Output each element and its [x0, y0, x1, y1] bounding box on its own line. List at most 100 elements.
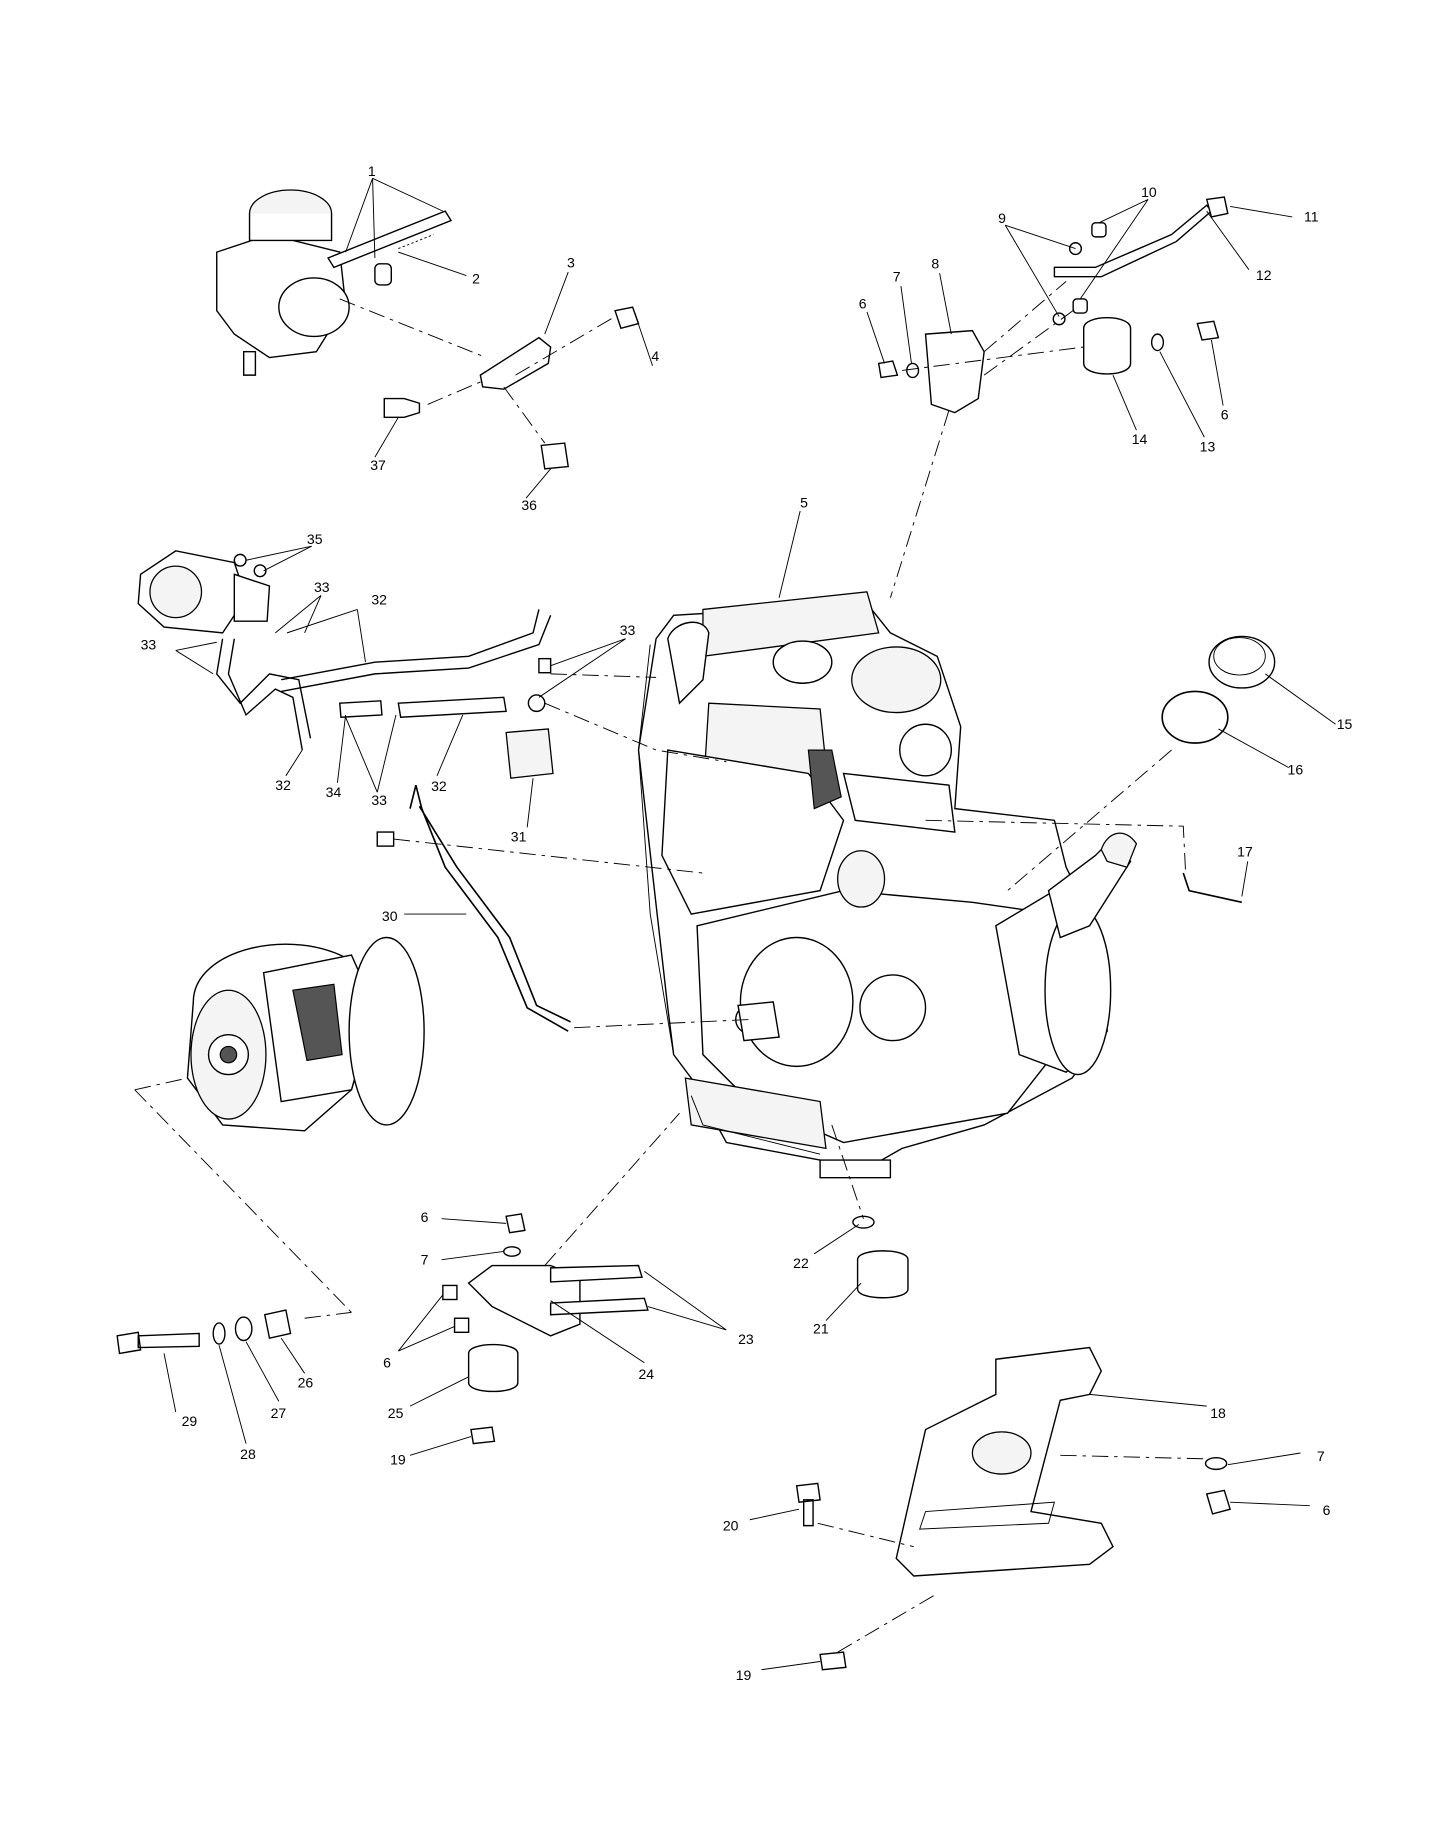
- callout-12: 12: [1256, 267, 1272, 283]
- isolator-25: [467, 1344, 519, 1393]
- clamp-9b: [1052, 312, 1066, 326]
- drive-clutch: [186, 936, 425, 1132]
- callout-33: 33: [371, 792, 387, 808]
- callout-4: 4: [651, 348, 659, 364]
- plate-hole: [971, 1431, 1032, 1475]
- callout-34: 34: [326, 784, 342, 800]
- breather-tube-30: [409, 784, 571, 1032]
- nut-6-left-a: [442, 1284, 458, 1301]
- cap-10b: [1072, 298, 1088, 314]
- callout-3: 3: [567, 254, 575, 270]
- callout-1: 1: [368, 163, 376, 179]
- callout-15: 15: [1337, 716, 1353, 732]
- washer-13: [1150, 333, 1165, 352]
- callout-19: 19: [736, 1667, 752, 1683]
- intake-boot-15-inner: [1213, 637, 1266, 676]
- callout-6: 6: [1323, 1502, 1331, 1518]
- carb-bracket: [479, 336, 552, 390]
- spacer-36: [540, 442, 570, 470]
- callout-6: 6: [859, 295, 867, 311]
- hose-clamp-16: [1161, 690, 1229, 744]
- washer-7-front: [503, 1246, 521, 1257]
- callout-6: 6: [1221, 407, 1229, 423]
- nut-6-right: [1196, 320, 1220, 341]
- nut-35b: [253, 564, 267, 578]
- clamp-33-top: [538, 657, 552, 674]
- clamp-33-right: [527, 694, 546, 713]
- nut-35a: [233, 553, 247, 567]
- callout-11: 11: [1304, 209, 1319, 225]
- cap-10a: [1091, 222, 1107, 238]
- callout-14: 14: [1132, 431, 1148, 447]
- bolt-20: [795, 1482, 821, 1527]
- fuel-pump: [137, 550, 271, 634]
- callout-8: 8: [931, 256, 939, 272]
- bolt-37: [383, 397, 421, 419]
- callout-5: 5: [800, 495, 808, 511]
- washer-27: [234, 1316, 253, 1342]
- callout-16: 16: [1288, 762, 1304, 778]
- carburetor: [216, 189, 453, 376]
- fuel-line-32-left: [215, 638, 312, 751]
- nut-6-plate: [1205, 1489, 1232, 1515]
- callout-37: 37: [370, 457, 386, 473]
- callouts: 1 2 3 4 5 6 7 8 9 10 11 12 14 13 6 35 33…: [141, 163, 1353, 1683]
- callout-25: 25: [388, 1405, 404, 1421]
- callout-10: 10: [1141, 184, 1157, 200]
- callout-32: 32: [371, 592, 387, 608]
- washer-28: [212, 1322, 226, 1345]
- callout-32: 32: [275, 777, 291, 793]
- bolt-23b: [549, 1297, 649, 1316]
- bolt-29: [116, 1331, 200, 1355]
- nut-19-front: [470, 1426, 496, 1445]
- callout-7: 7: [1317, 1448, 1325, 1464]
- callout-26: 26: [298, 1374, 314, 1390]
- fitting-11: [1205, 196, 1229, 218]
- callout-22: 22: [793, 1255, 809, 1271]
- nut-6-front: [505, 1213, 526, 1234]
- washer-7-plate: [1204, 1456, 1228, 1471]
- callout-9: 9: [998, 210, 1006, 226]
- callout-23: 23: [738, 1331, 754, 1347]
- callout-28: 28: [240, 1446, 256, 1462]
- isolator-14: [1082, 317, 1132, 375]
- callout-7: 7: [421, 1251, 429, 1267]
- washer-7-top: [906, 362, 920, 379]
- bolt-4: [614, 306, 640, 330]
- callout-33: 33: [141, 636, 157, 652]
- callout-33: 33: [620, 622, 636, 638]
- callout-2: 2: [472, 271, 480, 287]
- fuel-line-32-lower: [397, 696, 507, 718]
- callout-21: 21: [813, 1320, 829, 1336]
- callout-7: 7: [893, 268, 901, 284]
- callout-20: 20: [723, 1517, 739, 1533]
- bolt-23a: [549, 1264, 643, 1283]
- callout-19: 19: [390, 1452, 406, 1468]
- mount-bracket-24: [467, 1264, 581, 1337]
- engine-assembly: [637, 591, 1138, 1179]
- clip-31: [505, 728, 554, 779]
- spacer-26: [263, 1309, 292, 1340]
- nut-6-top: [877, 360, 899, 379]
- callout-33: 33: [314, 579, 330, 595]
- callout-36: 36: [521, 497, 537, 513]
- isolator-21: [856, 1250, 909, 1299]
- callout-35: 35: [307, 531, 323, 547]
- callout-13: 13: [1200, 438, 1216, 454]
- intake-boot-15: [1208, 635, 1276, 689]
- nut-19-plate: [819, 1651, 847, 1671]
- callout-24: 24: [639, 1366, 655, 1382]
- callout-27: 27: [271, 1405, 287, 1421]
- callout-30: 30: [382, 908, 398, 924]
- mount-bracket-8: [924, 329, 985, 414]
- callout-18: 18: [1210, 1405, 1226, 1421]
- fuel-line-32-upper: [281, 609, 552, 693]
- cable-17: [1182, 872, 1243, 904]
- breather-tube-12: [1053, 204, 1213, 278]
- callout-29: 29: [182, 1413, 198, 1429]
- callout-6: 6: [421, 1209, 429, 1225]
- bolt-6-tube: [376, 831, 395, 847]
- callout-31: 31: [511, 828, 527, 844]
- fuel-filter-34: [338, 700, 383, 718]
